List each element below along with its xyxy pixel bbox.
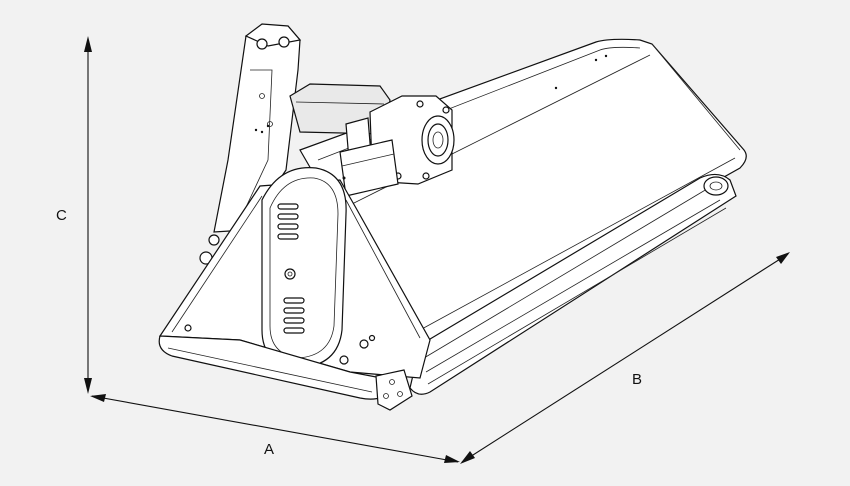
dimension-a-line [90,394,460,463]
dimension-a-label: A [264,441,275,458]
dimension-c-label: C [56,207,67,224]
dimension-b-line [460,252,790,464]
dimension-c-line [84,36,92,394]
belt-guard [261,167,347,369]
drive-shaft [339,139,399,197]
front-skid [158,335,413,411]
dimension-b-label: B [632,371,643,388]
rear-roller [409,173,737,395]
